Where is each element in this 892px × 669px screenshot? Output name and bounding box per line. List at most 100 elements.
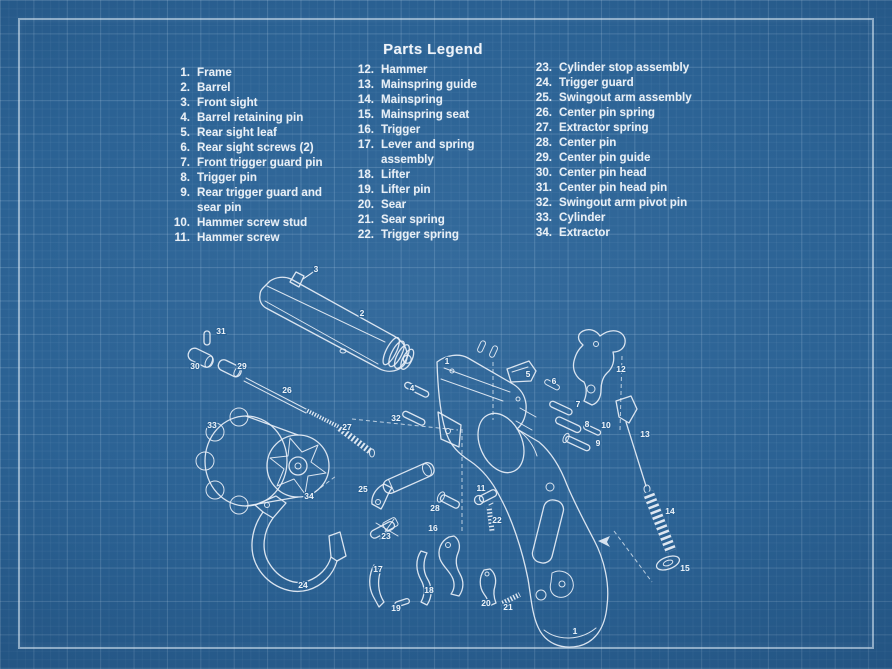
legend-item: 30. Center pin head <box>520 165 692 180</box>
part-number-label-8: 8 <box>585 419 590 429</box>
part-number-label-12: 12 <box>616 364 626 374</box>
legend-item-label: Trigger spring <box>381 228 459 241</box>
part-number-label-16: 16 <box>428 523 438 533</box>
legend-item: 32.Swingout arm pivot pin <box>520 195 692 210</box>
part-number-label-22: 22 <box>492 515 502 525</box>
legend-item-number: 34. <box>535 226 552 239</box>
legend-item: 22.Trigger spring <box>344 227 477 242</box>
legend-item: 31. Center pin head pin <box>520 180 692 195</box>
swingout-arm-pivot-pin <box>402 410 426 426</box>
part-number-label-1: 1 <box>573 626 578 636</box>
legend-item-number: 33. <box>535 211 552 224</box>
legend-item: 23.Cylinder stop assembly <box>520 60 692 75</box>
part-number-label-33: 33 <box>207 420 217 430</box>
center-pin-head-pin <box>203 330 211 346</box>
part-number-label-19: 19 <box>391 603 401 613</box>
legend-item-label: Trigger guard <box>559 76 634 89</box>
lever-and-spring <box>369 564 385 608</box>
legend-item-label: Sear <box>381 198 407 211</box>
part-number-label-10: 10 <box>601 420 611 430</box>
frame-pins <box>404 381 602 452</box>
legend-item-label-line2: assembly <box>381 153 434 166</box>
swingout-arm-assembly <box>371 462 435 510</box>
legend-item-number: 16. <box>357 123 374 136</box>
part-number-label-27: 27 <box>342 422 352 432</box>
legend-item-label: Cylinder stop assembly <box>559 61 690 74</box>
legend-item-label: Hammer screw <box>197 231 280 244</box>
legend-item-label: Center pin guide <box>559 151 651 164</box>
legend-item-label: Mainspring <box>381 93 443 106</box>
part-number-label-20: 20 <box>481 598 491 608</box>
legend-item-label: Front sight <box>197 96 258 109</box>
legend-item: 8.Trigger pin <box>160 170 323 185</box>
legend-item: 2.Barrel <box>160 80 323 95</box>
part-number-label-32: 32 <box>391 413 401 423</box>
part-number-label-28: 28 <box>430 503 440 513</box>
legend-item: 20.Sear <box>344 197 477 212</box>
legend-item-label: Rear sight screws (2) <box>197 141 314 154</box>
part-number-label-9: 9 <box>596 438 601 448</box>
legend-item: 11. Hammer screw <box>160 230 323 245</box>
rear-sight-leaf <box>506 360 537 383</box>
legend-item-label: Frame <box>197 66 232 79</box>
legend-item-number: 11. <box>174 231 190 244</box>
legend-item-number: 5. <box>180 126 190 139</box>
part-number-label-18: 18 <box>424 585 434 595</box>
legend-item-label: Swingout arm assembly <box>559 91 692 104</box>
legend-item: 24. Trigger guard <box>520 75 692 90</box>
alignment-dashes <box>314 355 653 583</box>
part-number-label-4: 4 <box>410 383 415 393</box>
legend-item: 15.Mainspring seat <box>344 107 477 122</box>
barrel <box>259 276 415 372</box>
part-number-label-14: 14 <box>665 506 675 516</box>
trigger-spring <box>486 502 495 532</box>
legend-item: 6.Rear sight screws (2) <box>160 140 323 155</box>
legend-item-label: Rear sight leaf <box>197 126 277 139</box>
sear-spring <box>499 592 521 607</box>
part-number-label-31: 31 <box>216 326 226 336</box>
legend-item-label: Center pin head <box>559 166 647 179</box>
legend-item-label: Center pin head pin <box>559 181 668 194</box>
legend-item-label: Center pin spring <box>559 106 655 119</box>
legend-item-label: Lifter pin <box>381 183 431 196</box>
legend-item: 10.Hammer screw stud <box>160 215 323 230</box>
legend-item-number: 29. <box>535 151 552 164</box>
legend-item-label: Lifter <box>381 168 410 181</box>
legend-item-label: Center pin <box>559 136 617 149</box>
legend-item: 33.Cylinder <box>520 210 692 225</box>
legend-item-number: 14. <box>357 93 374 106</box>
part-number-label-25: 25 <box>358 484 368 494</box>
part-number-label-5: 5 <box>526 369 531 379</box>
legend-item-label: Mainspring guide <box>381 78 477 91</box>
legend-item-number: 24. <box>535 76 552 89</box>
legend-item: 3.Front sight <box>160 95 323 110</box>
part-number-label-24: 24 <box>298 580 308 590</box>
legend-item-number: 30. <box>535 166 552 179</box>
frame-outline <box>436 354 609 648</box>
arrow-icon <box>598 536 610 547</box>
legend-item-number: 31. <box>535 181 552 194</box>
legend-item-number: 13. <box>357 78 374 91</box>
legend-item-label: Swingout arm pivot pin <box>559 196 688 209</box>
legend-item-number: 1. <box>180 66 190 79</box>
legend-item-label: Extractor <box>559 226 610 239</box>
legend-item-label: Mainspring seat <box>381 108 470 121</box>
part-number-label-30: 30 <box>190 361 200 371</box>
legend-item: 12.Hammer <box>344 62 477 77</box>
legend-item-label: Hammer <box>381 63 428 76</box>
extractor-spring <box>336 424 375 458</box>
center-pin-spring <box>243 377 342 430</box>
part-number-label-15: 15 <box>680 563 690 573</box>
legend-item-label: Sear spring <box>381 213 445 226</box>
part-number-label-23: 23 <box>381 531 391 541</box>
legend-item-number: 9. <box>180 186 190 199</box>
center-pin-head <box>187 347 214 368</box>
legend-item-number: 4. <box>180 111 190 124</box>
legend-item: 34. Extractor <box>520 225 692 240</box>
